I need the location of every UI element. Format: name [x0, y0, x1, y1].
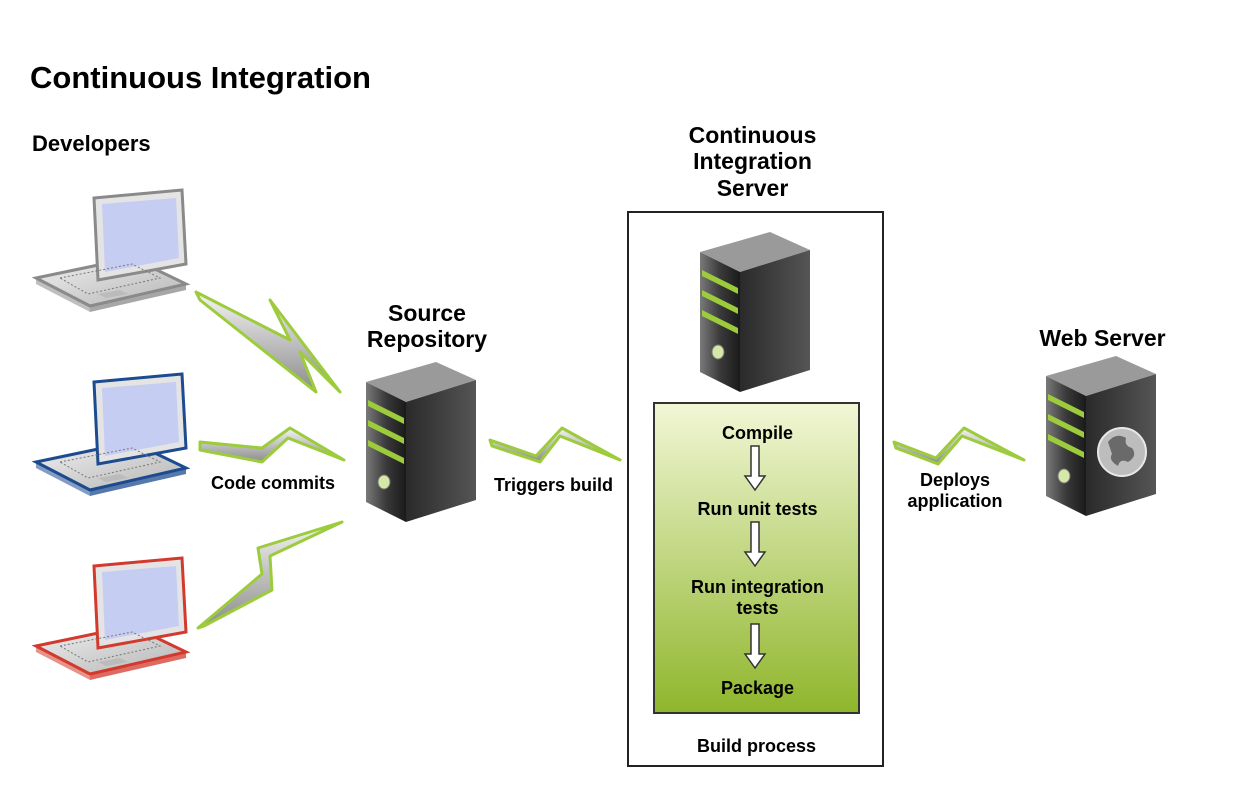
- build-step-integration-tests: Run integration tests: [655, 577, 860, 618]
- source-repository-server-icon: [365, 361, 477, 523]
- ci-server-label-line1: Continuous: [688, 122, 817, 148]
- lightning-bolt-icon: [196, 520, 344, 630]
- build-step-integration-line1: Run integration: [691, 577, 824, 597]
- deploys-application-label: Deploys application: [895, 470, 1015, 511]
- laptop-blue-icon: [34, 372, 188, 498]
- laptop-red-icon: [34, 556, 188, 682]
- deploys-label-line1: Deploys: [919, 470, 991, 490]
- source-repository-label: Source Repository: [352, 300, 502, 353]
- web-server-icon: [1045, 355, 1157, 517]
- down-arrow-icon: [743, 521, 767, 568]
- build-step-integration-line2: tests: [736, 597, 779, 618]
- ci-server-label-line3: Server: [716, 174, 789, 201]
- down-arrow-icon: [743, 623, 767, 670]
- deploys-label-line2: application: [907, 490, 1003, 511]
- laptop-gray-icon: [34, 188, 188, 314]
- triggers-build-label: Triggers build: [493, 475, 613, 495]
- ci-server-label-line2: Integration: [693, 148, 812, 175]
- code-commits-label: Code commits: [210, 473, 336, 493]
- lightning-bolt-icon: [488, 426, 622, 464]
- lightning-bolt-icon: [892, 426, 1026, 466]
- ci-server-label: Continuous Integration Server: [655, 122, 850, 201]
- source-repository-label-line1: Source: [388, 300, 466, 326]
- web-server-label: Web Server: [1039, 325, 1166, 351]
- source-repository-label-line2: Repository: [366, 326, 488, 353]
- build-step-unit-tests: Run unit tests: [697, 499, 818, 519]
- developers-label: Developers: [32, 131, 151, 156]
- build-process-label: Build process: [696, 736, 817, 756]
- page-title: Continuous Integration: [30, 60, 371, 95]
- build-step-package: Package: [720, 678, 795, 698]
- lightning-bolt-icon: [198, 426, 346, 464]
- ci-server-icon: [699, 231, 811, 393]
- down-arrow-icon: [743, 445, 767, 492]
- lightning-bolt-icon: [194, 290, 342, 394]
- build-step-compile: Compile: [721, 423, 793, 443]
